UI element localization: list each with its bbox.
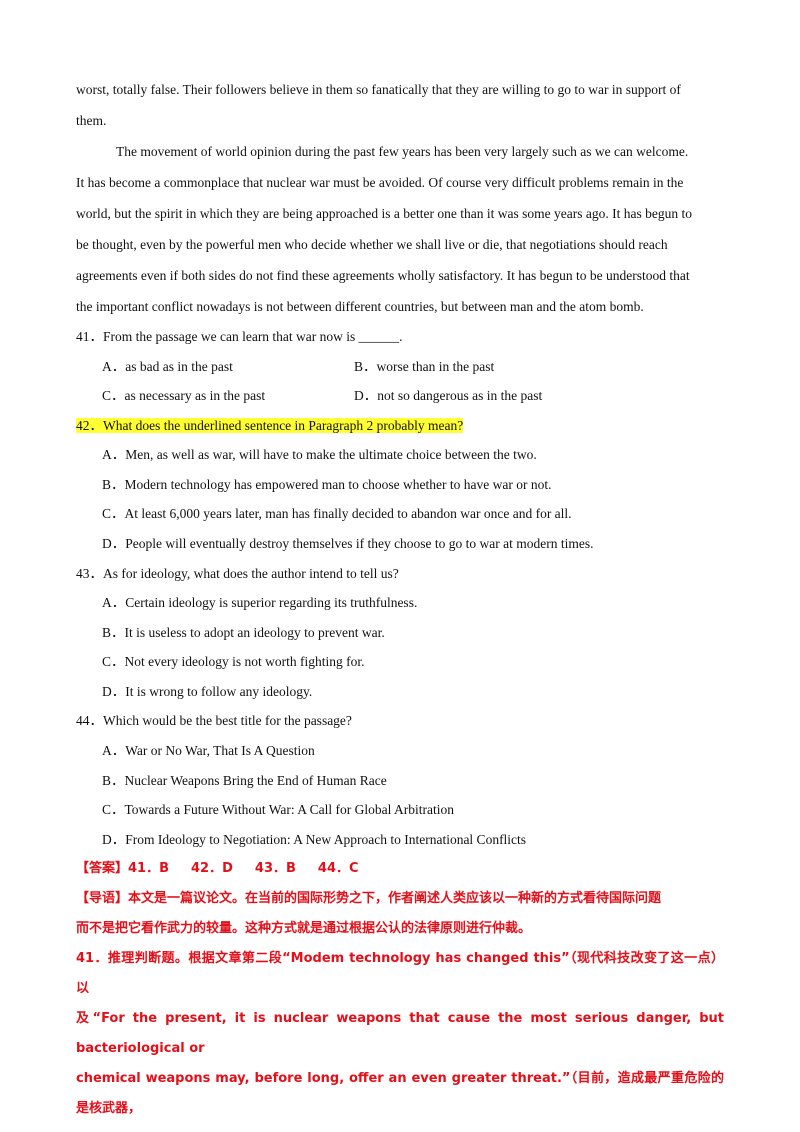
passage-line: be thought, even by the powerful men who… bbox=[76, 237, 668, 252]
option-b: B．worse than in the past bbox=[354, 358, 495, 374]
answer-item: 44．C bbox=[317, 861, 359, 877]
option-c: C．At least 6,000 years later, man has fi… bbox=[102, 506, 572, 522]
question-43: 43．As for ideology, what does the author… bbox=[76, 559, 724, 707]
option-a: A．as bad as in the past bbox=[102, 358, 233, 374]
question-stem: 43．As for ideology, what does the author… bbox=[76, 565, 399, 581]
option-b: B．Nuclear Weapons Bring the End of Human… bbox=[102, 772, 387, 788]
explanation-line: 及“For the present, it is nuclear weapons… bbox=[76, 1011, 724, 1057]
option-b: B．Modern technology has empowered man to… bbox=[102, 476, 552, 492]
passage-line: It has become a commonplace that nuclear… bbox=[76, 175, 684, 190]
option-b: B．It is useless to adopt an ideology to … bbox=[102, 624, 385, 640]
option-d: D．From Ideology to Negotiation: A New Ap… bbox=[102, 831, 527, 847]
option-c: C．Not every ideology is not worth fighti… bbox=[102, 654, 365, 670]
question-stem: 44．Which would be the best title for the… bbox=[76, 713, 352, 729]
passage-line: agreements even if both sides do not fin… bbox=[76, 268, 690, 283]
answer-item: 43．B bbox=[254, 861, 296, 877]
answer-item: 42．D bbox=[191, 861, 233, 877]
option-d: D．not so dangerous as in the past bbox=[354, 388, 543, 404]
passage-line: them. bbox=[76, 113, 107, 128]
option-c: C．Towards a Future Without War: A Call f… bbox=[102, 802, 455, 818]
option-a: A．Men, as well as war, will have to make… bbox=[102, 447, 537, 463]
passage-line: The movement of world opinion during the… bbox=[116, 144, 689, 159]
option-a: A．War or No War, That Is A Question bbox=[102, 742, 315, 758]
passage-line: the important conflict nowadays is not b… bbox=[76, 299, 644, 314]
guide-line: 【导语】本文是一篇议论文。在当前的国际形势之下，作者阐述人类应该以一种新的方式看… bbox=[76, 891, 662, 907]
question-41: 41．From the passage we can learn that wa… bbox=[76, 322, 724, 411]
answer-label: 【答案】 bbox=[76, 861, 129, 877]
passage-line: worst, totally false. Their followers be… bbox=[76, 82, 681, 97]
option-d: D．People will eventually destroy themsel… bbox=[102, 535, 594, 551]
guide-line: 而不是把它看作武力的较量。这种方式就是通过根据公认的法律原则进行仲裁。 bbox=[76, 921, 532, 937]
option-d: D．It is wrong to follow any ideology. bbox=[102, 683, 313, 699]
option-row: A．as bad as in the past B．worse than in … bbox=[76, 352, 724, 382]
answer-key: 【答案】41．B 42．D 43．B 44．C bbox=[76, 854, 724, 884]
answer-item: 41．B bbox=[128, 861, 170, 877]
page-content: worst, totally false. Their followers be… bbox=[76, 74, 724, 1124]
highlighted-question-stem: 42．What does the underlined sentence in … bbox=[76, 417, 464, 433]
option-a: A．Certain ideology is superior regarding… bbox=[102, 595, 418, 611]
option-row: C．as necessary as in the past D．not so d… bbox=[76, 381, 724, 411]
explanation-line: 41．推理判断题。根据文章第二段“Modem technology has ch… bbox=[76, 951, 724, 997]
option-c: C．as necessary as in the past bbox=[102, 388, 266, 404]
explanation-line: chemical weapons may, before long, offer… bbox=[76, 1071, 724, 1117]
question-stem: 41．From the passage we can learn that wa… bbox=[76, 329, 403, 344]
passage-line: world, but the spirit in which they are … bbox=[76, 206, 692, 221]
question-44: 44．Which would be the best title for the… bbox=[76, 706, 724, 854]
question-42: 42．What does the underlined sentence in … bbox=[76, 411, 724, 559]
